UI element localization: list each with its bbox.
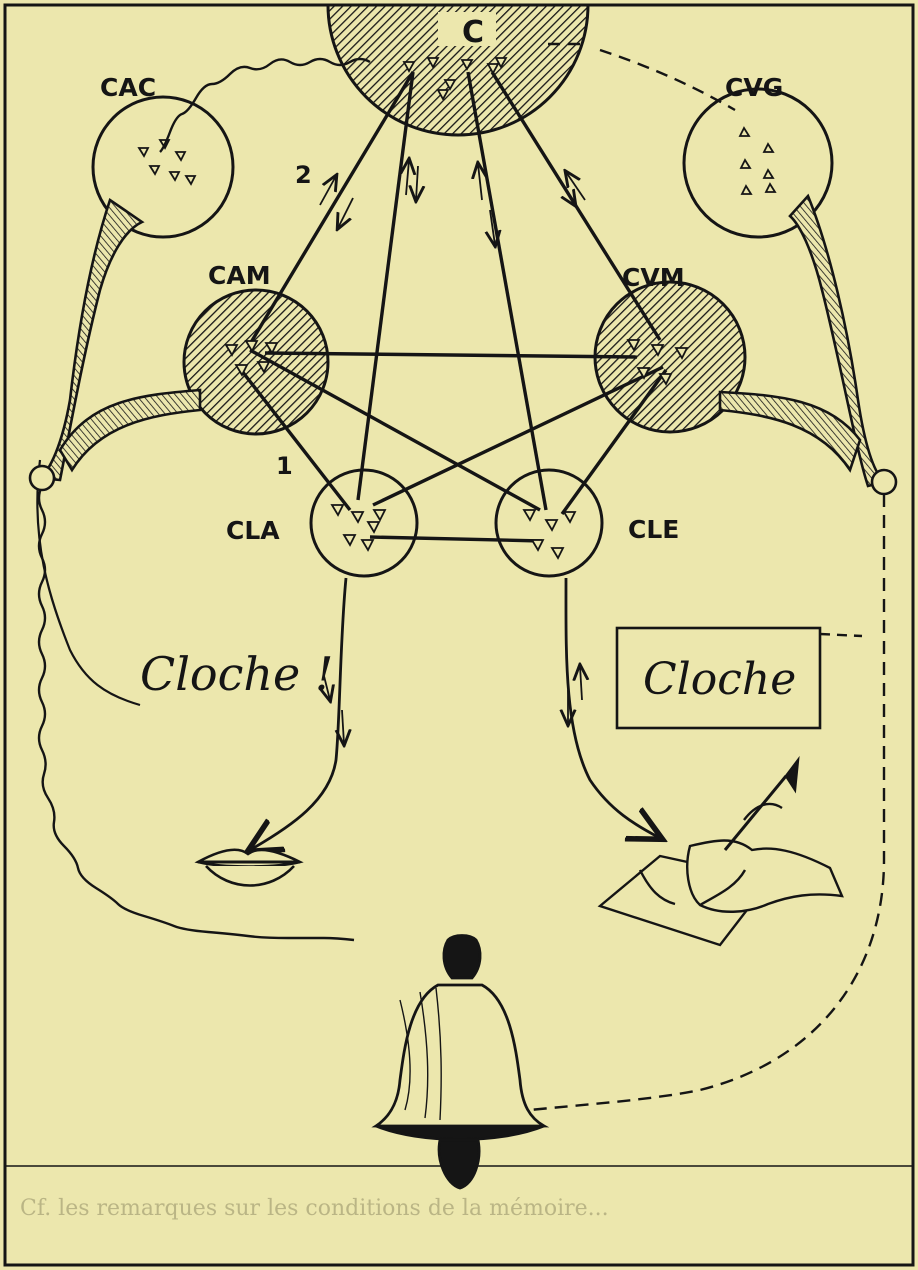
cla-circle xyxy=(311,470,417,576)
path-number-2: 2 xyxy=(295,161,312,189)
speech-output-arrow xyxy=(250,578,346,850)
left-curve-line xyxy=(37,460,140,705)
path-number-1: 1 xyxy=(276,452,293,480)
cle-label: CLE xyxy=(628,515,679,544)
speech-word: Cloche ! xyxy=(140,647,333,701)
bell-illustration xyxy=(376,936,544,1189)
right-motor-branch xyxy=(720,392,860,470)
cam-circle xyxy=(184,290,328,434)
cla-label: CLA xyxy=(226,516,280,545)
cam-label: CAM xyxy=(208,261,271,290)
footnote-text: Cf. les remarques sur les conditions de … xyxy=(20,1196,900,1221)
writing-hand-illustration xyxy=(600,760,842,945)
cvg-label: CVG xyxy=(725,73,783,102)
dashed-visual-path xyxy=(530,494,884,1110)
cac-label: CAC xyxy=(100,73,156,102)
wavy-sound-path xyxy=(39,486,354,940)
cvm-label: CVM xyxy=(622,263,685,292)
left-motor-branch xyxy=(60,390,200,470)
dashed-word-link xyxy=(820,634,862,636)
lips-illustration xyxy=(198,850,300,886)
right-sense-organ xyxy=(872,470,896,494)
left-sense-organ xyxy=(30,466,54,490)
written-word: Cloche xyxy=(643,654,796,705)
center-c-label: C xyxy=(462,15,484,50)
direction-arrows xyxy=(320,160,585,245)
